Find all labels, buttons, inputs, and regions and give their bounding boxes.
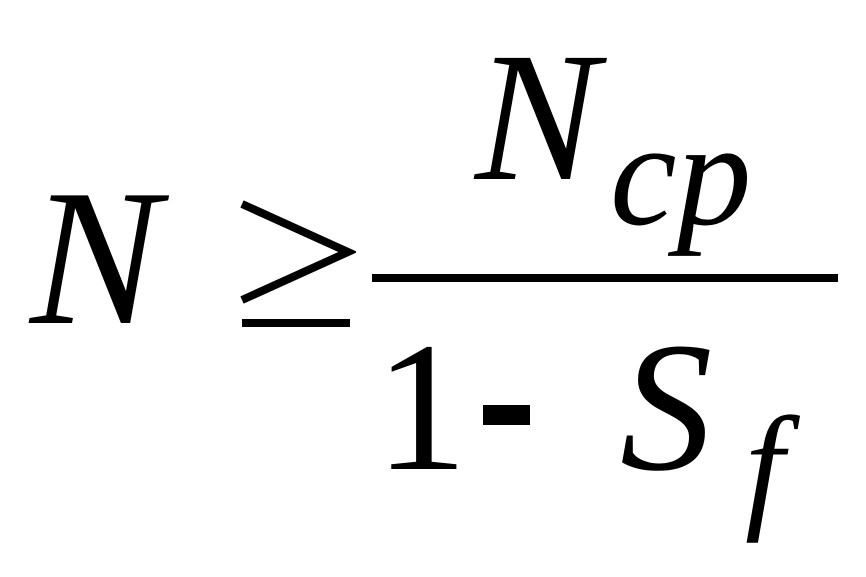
numerator-subscript-cp: cp <box>610 91 752 257</box>
fraction-bar <box>372 274 838 282</box>
lhs-variable-n: N <box>30 150 161 366</box>
denominator-variable-s: S <box>620 305 713 510</box>
denominator-constant-one: 1 <box>375 305 468 510</box>
greater-equal-sign <box>240 200 356 327</box>
denominator-subscript-f: f <box>745 389 784 544</box>
numerator-variable-n: N <box>475 15 599 220</box>
minus-sign <box>483 405 530 425</box>
